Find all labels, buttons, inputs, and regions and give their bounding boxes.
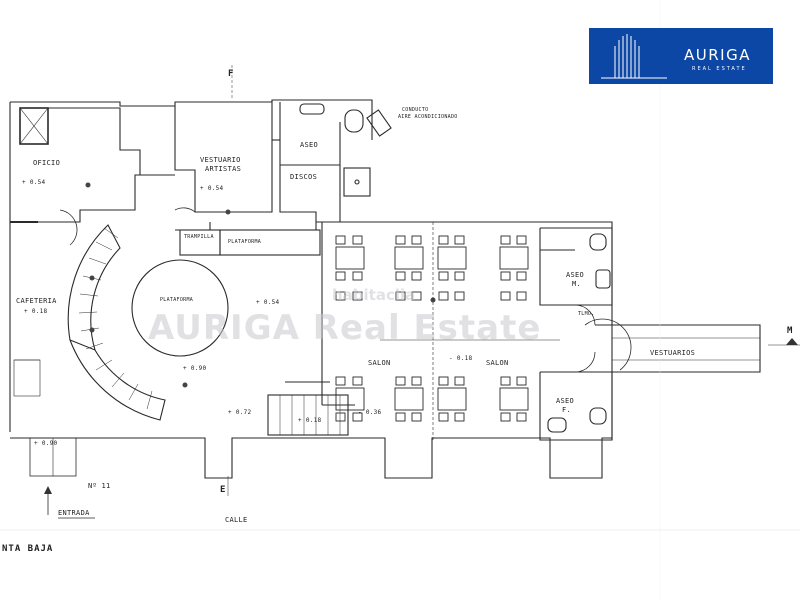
- room-vestuarios: VESTUARIOS: [650, 349, 696, 357]
- level-vestuario: + 0.54: [200, 185, 224, 192]
- front-stair: [267, 394, 349, 436]
- room-salon-left: SALON: [368, 359, 391, 367]
- wall-vestuario: [174, 100, 273, 213]
- watermark-secondary: habitaclia: [332, 286, 416, 304]
- logo-bars-icon: [601, 34, 667, 79]
- section-mark-e: E: [220, 485, 227, 495]
- room-plataforma: PLATAFORMA: [228, 239, 262, 245]
- room-trampilla: TRAMPILLA: [184, 234, 214, 240]
- room-aseo-top: ASEO: [300, 141, 319, 149]
- level-front: + 0.72: [228, 409, 252, 416]
- room-tlmo: TLMO.: [578, 311, 595, 317]
- label-calle: CALLE: [225, 516, 248, 524]
- toilet-top: [344, 109, 364, 133]
- wall-hall-right: [322, 221, 613, 440]
- room-salon-right: SALON: [486, 359, 509, 367]
- logo-subtitle: REAL ESTATE: [692, 66, 747, 72]
- plataforma-round: [131, 259, 229, 357]
- level-salon: - 0.18: [449, 355, 473, 362]
- label-street-number: Nº 11: [88, 482, 111, 490]
- room-discos: DISCOS: [290, 173, 318, 181]
- wall-top: [10, 99, 373, 140]
- level-cafeteria: + 0.18: [24, 308, 48, 315]
- section-mark-f: F: [228, 69, 235, 79]
- plataforma-rect: [219, 229, 321, 256]
- label-conducto: CONDUCTO: [402, 107, 429, 113]
- sink-top: [299, 103, 325, 115]
- watermark-main: AURIGA Real Estate: [148, 308, 542, 348]
- wall-aseo-f: [539, 371, 613, 441]
- room-plataforma-round: PLATAFORMA: [160, 297, 194, 303]
- level-hall: + 0.54: [256, 299, 280, 306]
- wall-aseo-top: [279, 102, 317, 222]
- room-cafeteria: CAFETERIA: [16, 297, 57, 305]
- facade: [10, 437, 612, 479]
- floor-title: NTA BAJA: [2, 544, 54, 554]
- room-artistas: ARTISTAS: [205, 165, 242, 173]
- shower-top: [343, 167, 371, 197]
- wall-hall-top: [209, 222, 317, 231]
- wall-oficio: [20, 107, 141, 223]
- room-aseo-f-sub: F.: [562, 406, 572, 414]
- corridor-vestuarios: [595, 324, 761, 373]
- level-salon-entry: - 0.36: [358, 409, 382, 416]
- level-entrance: + 0.90: [34, 440, 58, 447]
- logo-name: AURIGA: [684, 46, 751, 64]
- room-oficio: OFICIO: [33, 159, 61, 167]
- room-aseo-m: ASEO: [566, 271, 585, 279]
- lift-shaft: [19, 107, 49, 145]
- label-entrada: ENTRADA: [58, 509, 90, 517]
- room-vestuario: VESTUARIO: [200, 156, 241, 164]
- wall-aseo-m: [539, 227, 613, 306]
- level-stair: + 0.90: [183, 365, 207, 372]
- section-mark-m: M: [787, 326, 794, 336]
- tables-group: [335, 235, 529, 422]
- brand-logo: AURIGA REAL ESTATE: [589, 28, 773, 84]
- room-aseo-f: ASEO: [556, 397, 575, 405]
- level-stair-front: + 0.18: [298, 417, 322, 424]
- room-aseo-m-sub: M.: [572, 280, 582, 288]
- label-aire-acondicionado: AIRE ACONDICIONADO: [398, 114, 458, 120]
- level-oficio: + 0.54: [22, 179, 46, 186]
